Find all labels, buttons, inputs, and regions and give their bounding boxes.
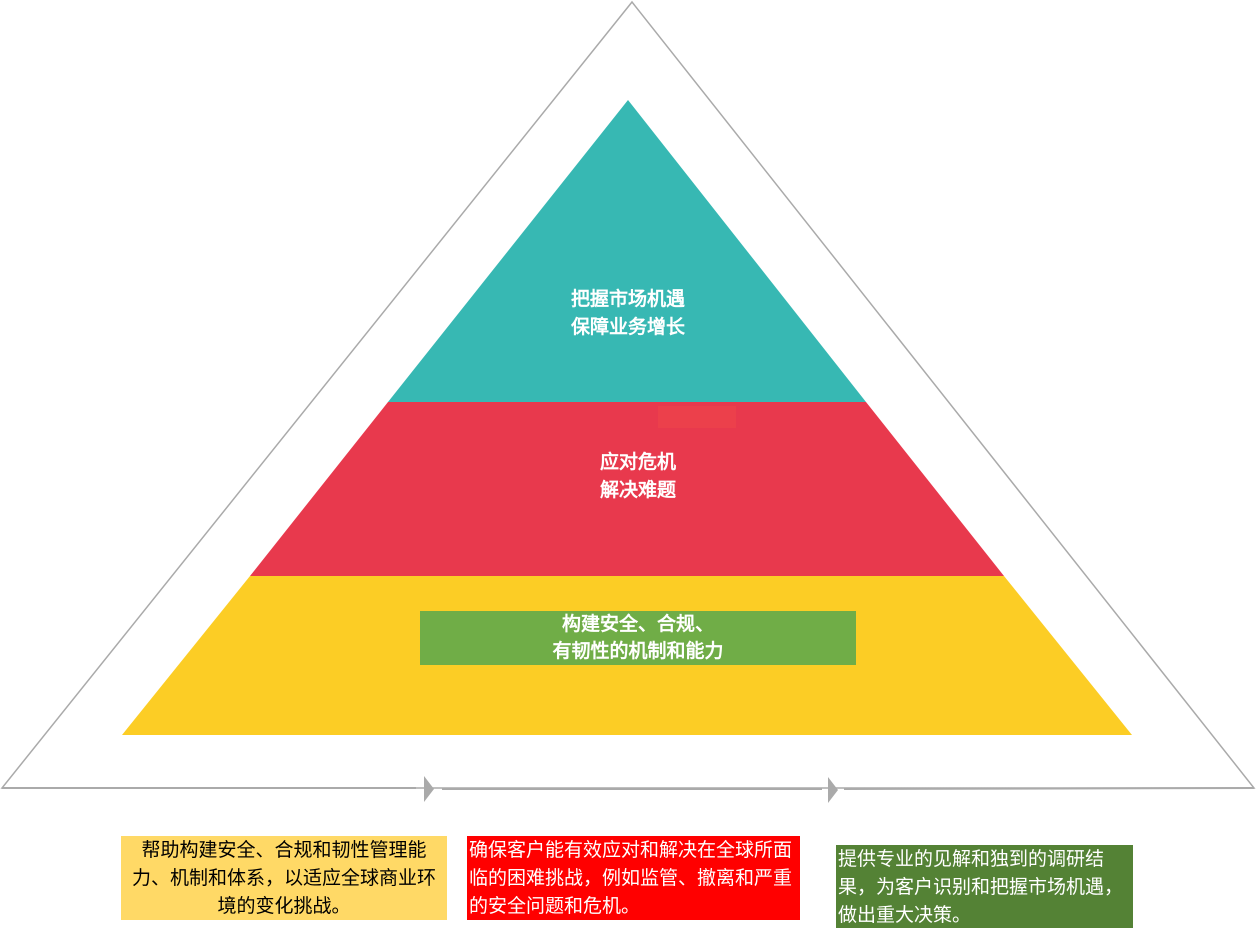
highlight-patch xyxy=(658,406,736,428)
middle-tier-label: 应对危机 解决难题 xyxy=(488,448,788,504)
bottom-tier-label: 构建安全、合规、 有韧性的机制和能力 xyxy=(420,611,856,665)
bottom-tier-line1: 构建安全、合规、 xyxy=(561,613,714,635)
arrow-icon xyxy=(828,777,838,803)
arrow-icon xyxy=(424,776,434,802)
bottom-tier-label-bg xyxy=(420,611,856,665)
pyramid-middle-tier xyxy=(250,402,1004,576)
top-tier-line1: 把握市场机遇 xyxy=(570,288,685,310)
top-tier-label: 把握市场机遇 保障业务增长 xyxy=(478,285,778,341)
description-box-opportunity: 提供专业的见解和独到的调研结果，为客户识别和把握市场机遇，做出重大决策。 xyxy=(836,845,1133,928)
top-tier-line2: 保障业务增长 xyxy=(570,316,685,338)
description-box-compliance: 帮助构建安全、合规和韧性管理能力、机制和体系，以适应全球商业环境的变化挑战。 xyxy=(121,836,447,920)
base-line-3 xyxy=(843,787,1255,790)
pyramid-top-tier xyxy=(388,100,866,402)
middle-tier-line2: 解决难题 xyxy=(599,479,676,501)
description-box-crisis: 确保客户能有效应对和解决在全球所面临的困难挑战，例如监管、撤离和严重的安全问题和… xyxy=(467,836,800,920)
middle-tier-line1: 应对危机 xyxy=(599,451,676,473)
bottom-tier-line2: 有韧性的机制和能力 xyxy=(552,640,724,662)
